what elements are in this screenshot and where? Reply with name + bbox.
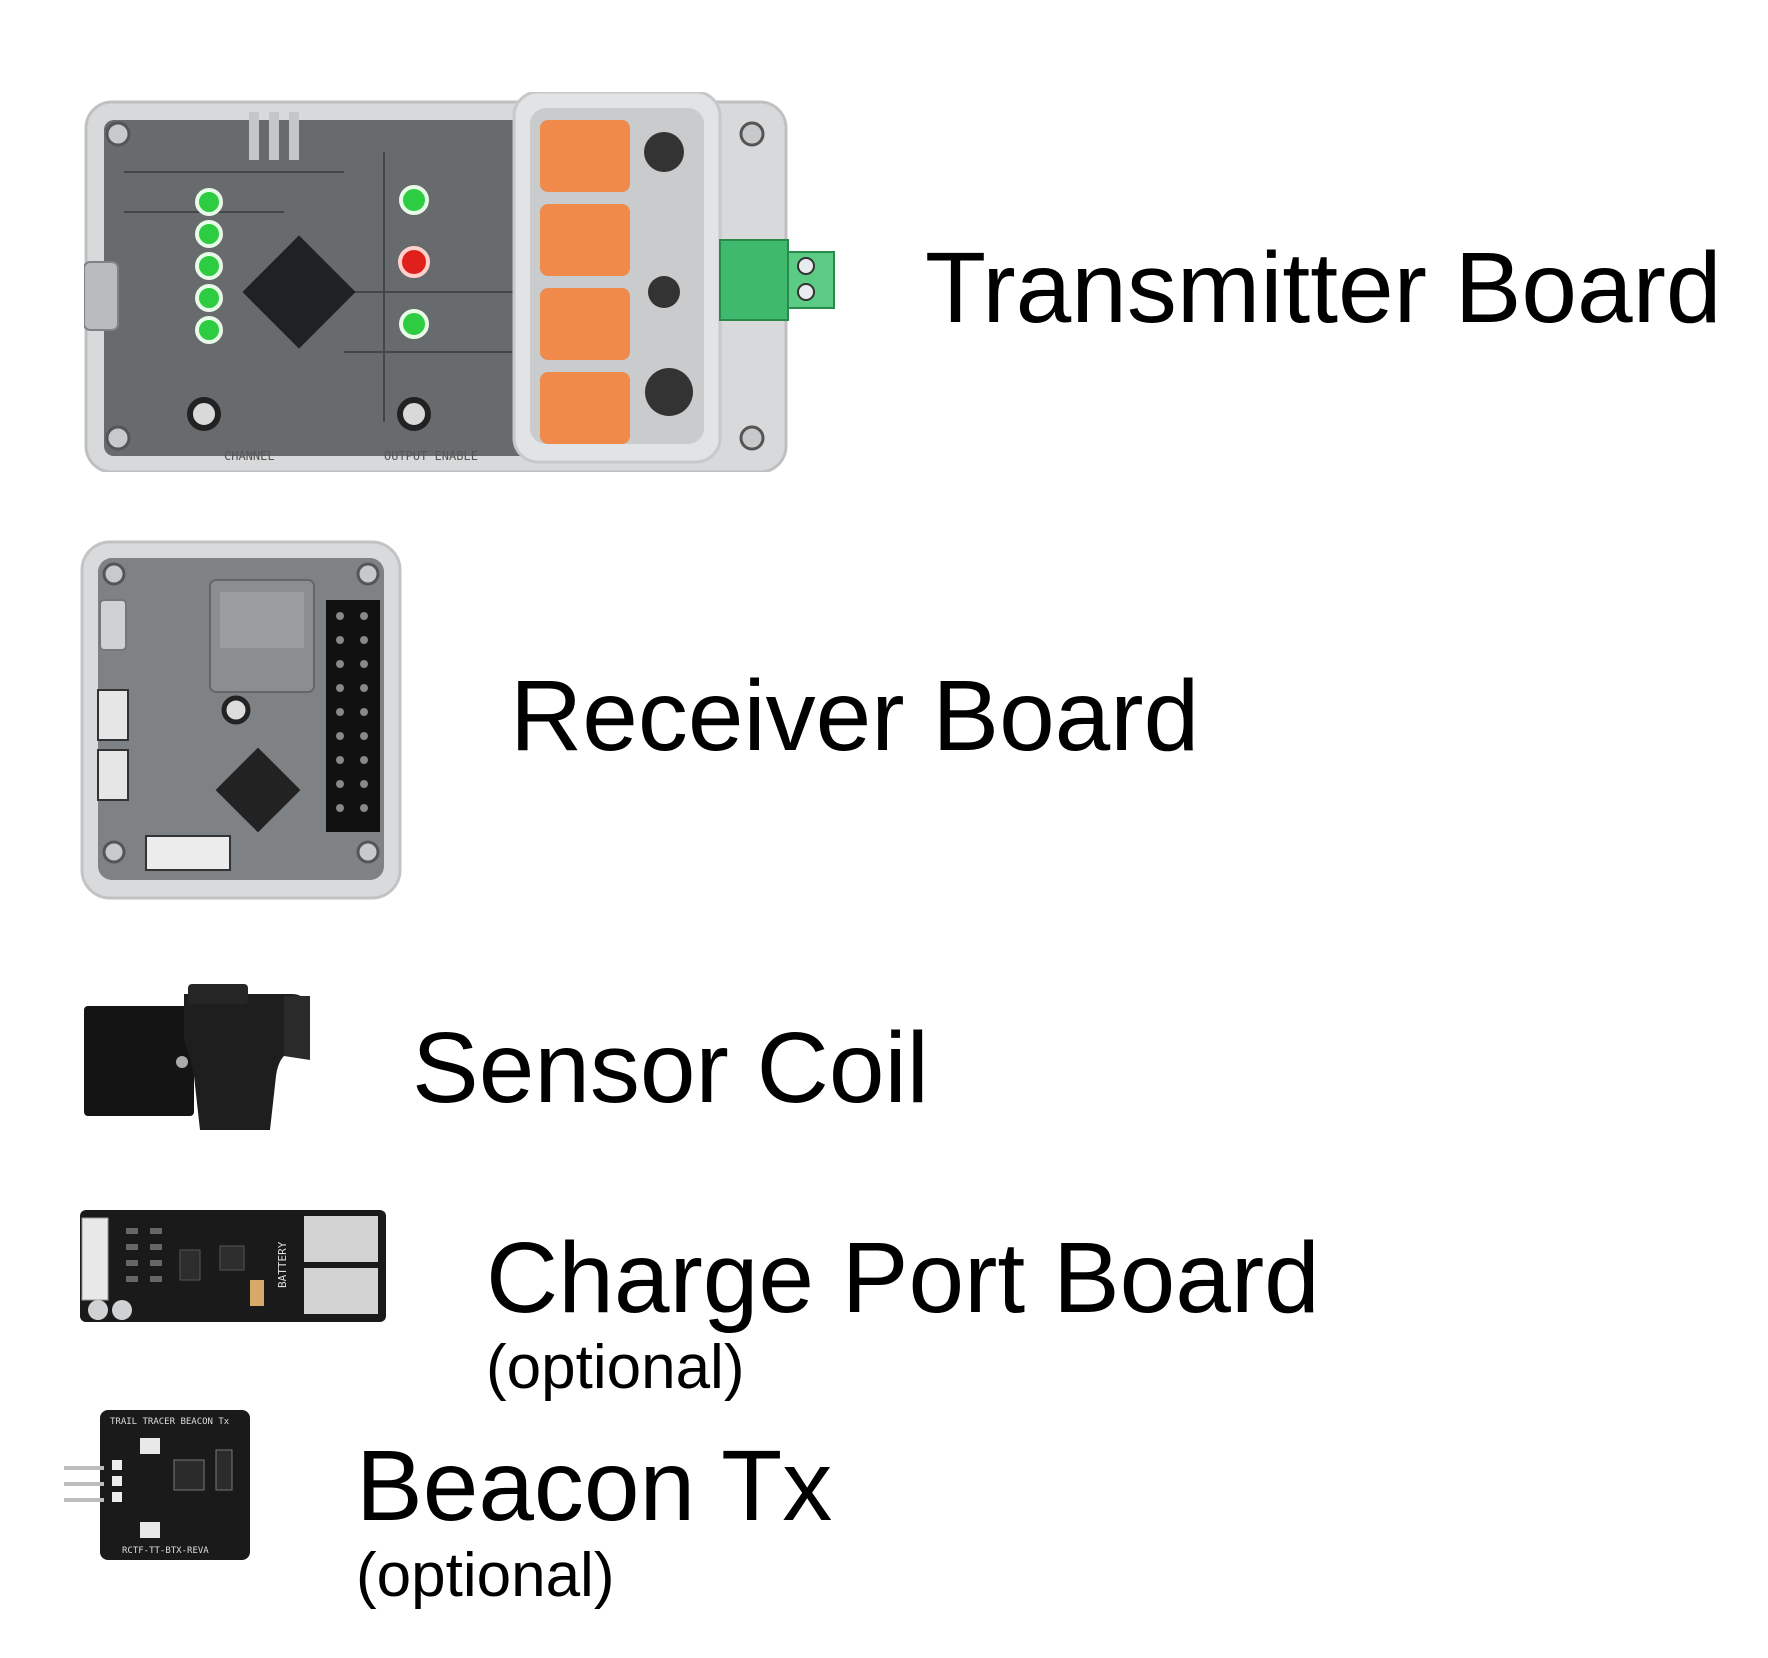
- receiver-board-image: [80, 540, 402, 900]
- transmitter-board-image: CHANNEL OUTPUT ENABLE: [84, 92, 854, 472]
- beacon-note: (optional): [356, 1541, 615, 1610]
- transmitter-label: Transmitter Board: [925, 232, 1722, 344]
- charge-battery-text: BATTERY: [276, 1241, 289, 1288]
- transmitter-label-block: Transmitter Board: [925, 238, 1722, 338]
- sensor-coil-label: Sensor Coil: [412, 1012, 929, 1124]
- charge-port-label-block: Charge Port Board (optional): [486, 1228, 1320, 1402]
- beacon-title-text: TRAIL TRACER BEACON Tx: [110, 1417, 230, 1427]
- beacon-part-text: RCTF-TT-BTX-REVA: [122, 1546, 209, 1556]
- charge-port-label: Charge Port Board: [486, 1222, 1320, 1334]
- led-column: [195, 188, 223, 344]
- beacon-label: Beacon Tx: [356, 1430, 833, 1542]
- receiver-label: Receiver Board: [510, 660, 1200, 772]
- charge-port-note: (optional): [486, 1333, 745, 1402]
- sensor-coil-label-block: Sensor Coil: [412, 1018, 929, 1118]
- charge-port-board-image: BATTERY: [80, 1210, 386, 1322]
- beacon-tx-image: TRAIL TRACER BEACON Tx RCTF-TT-BTX-REVA: [64, 1410, 250, 1560]
- transmitter-channel-text: CHANNEL: [224, 449, 275, 463]
- sensor-coil-image: [84, 980, 314, 1140]
- beacon-label-block: Beacon Tx (optional): [356, 1436, 832, 1610]
- receiver-label-block: Receiver Board: [510, 666, 1199, 766]
- transmitter-output-text: OUTPUT ENABLE: [384, 449, 478, 463]
